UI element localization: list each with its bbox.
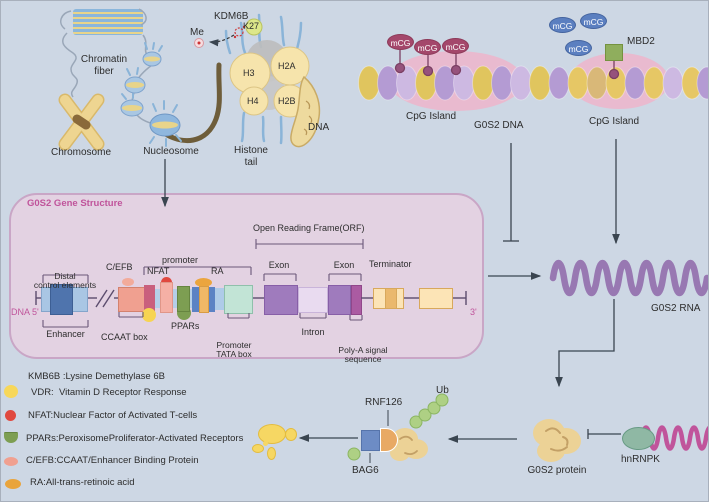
mbd2-label: MBD2 bbox=[627, 36, 655, 47]
k27-label: K27 bbox=[243, 21, 260, 31]
ra-legend-icon bbox=[5, 479, 21, 489]
ra-oval-icon bbox=[195, 278, 212, 287]
lipid-droplet-icon bbox=[267, 447, 276, 460]
promoter-label: promoter bbox=[162, 255, 199, 265]
nucleosome-label: Nucleosome bbox=[143, 146, 199, 157]
dna-helix-right bbox=[548, 66, 708, 100]
h4-label: H4 bbox=[247, 96, 259, 106]
h2a-label: H2A bbox=[278, 61, 296, 71]
rose-box bbox=[144, 285, 155, 314]
mcg-badge: mCG bbox=[414, 39, 441, 55]
dna-teardrop-icon bbox=[290, 75, 321, 148]
g0s2-protein-blob bbox=[533, 419, 581, 462]
polya-box bbox=[351, 285, 362, 315]
blue-element-box-1 bbox=[192, 287, 199, 312]
mbd2-square-icon bbox=[605, 44, 623, 61]
cefb-box bbox=[118, 287, 145, 312]
exon2-box bbox=[328, 285, 351, 315]
blue-element-box-2 bbox=[209, 287, 215, 312]
mcg-badge: mCG bbox=[580, 13, 607, 29]
h3-label: H3 bbox=[243, 68, 255, 78]
dna-helix-left bbox=[358, 65, 551, 101]
lipid-droplet-icon bbox=[258, 424, 286, 444]
ppars-label: PPARs bbox=[171, 321, 200, 331]
intron-label: Intron bbox=[301, 327, 325, 337]
cefb-legend-icon bbox=[4, 457, 18, 466]
demethylation-arrow bbox=[208, 34, 235, 47]
terminator-stripe bbox=[385, 288, 397, 309]
rnf126-label: RNF126 bbox=[365, 397, 403, 408]
ppars-legend-icon bbox=[4, 432, 18, 443]
terminator-label: Terminator bbox=[369, 259, 412, 269]
cefb-oval-icon bbox=[122, 278, 134, 286]
mcg-badge: mCG bbox=[549, 17, 576, 33]
me-label: Me bbox=[190, 27, 204, 38]
ccaat-label: CCAAT box bbox=[101, 332, 148, 342]
legend-item-kmb6b: KMB6B :Lysine Demethylase 6B bbox=[28, 371, 165, 382]
cpg-island-halo bbox=[388, 51, 669, 111]
lipid-droplet-icon bbox=[285, 428, 297, 441]
chromosome-icon bbox=[58, 93, 105, 151]
vdr-legend-icon bbox=[4, 385, 18, 398]
lipid-droplet-icon bbox=[263, 441, 268, 446]
legend-item-vdr: VDR: Vitamin D Receptor Response bbox=[31, 387, 187, 398]
me-mark-icon bbox=[194, 38, 204, 48]
ra-box bbox=[199, 286, 209, 313]
g0s2-dna-label: G0S2 DNA bbox=[474, 120, 524, 131]
cefb-label: C/EFB bbox=[106, 262, 133, 272]
cpg-island-left-label: CpG Island bbox=[406, 111, 457, 122]
exon2-label: Exon bbox=[333, 260, 355, 270]
nucleosome-dna-strand bbox=[158, 62, 222, 143]
lightblue-element-box bbox=[215, 288, 224, 310]
mcg-badge: mCG bbox=[387, 34, 414, 50]
legend-item-cefb: C/EFB:CCAAT/Enhancer Binding Protein bbox=[26, 455, 199, 466]
chromatin-fiber-icon bbox=[73, 9, 143, 35]
exon1-label: Exon bbox=[268, 260, 290, 270]
g0s2-rna-label: G0S2 RNA bbox=[651, 303, 701, 314]
nfat-box bbox=[160, 282, 173, 313]
bag6-square-icon bbox=[361, 430, 380, 451]
ra-label: RA bbox=[211, 266, 224, 276]
enhancer-label: Enhancer bbox=[46, 329, 85, 339]
gene-structure-title: G0S2 Gene Structure bbox=[27, 198, 123, 209]
legend-item-ra: RA:All-trans-retinoic acid bbox=[30, 477, 135, 488]
hnrnpk-oval-icon bbox=[622, 427, 655, 450]
legend-item-nfat: NFAT:Nuclear Factor of Activated T-cells bbox=[28, 410, 198, 421]
lipid-droplet-icon bbox=[252, 444, 264, 453]
orf-label: Open Reading Frame(ORF) bbox=[253, 223, 365, 233]
nfat-legend-icon bbox=[5, 410, 16, 421]
g0s2-protein-label: G0S2 protein bbox=[527, 465, 587, 476]
kdm6b-label: KDM6B bbox=[214, 11, 249, 22]
vdr-circle-icon bbox=[142, 308, 156, 322]
tata-box bbox=[224, 285, 253, 314]
intron-box bbox=[298, 287, 328, 313]
dna-5prime-label: DNA 5' bbox=[11, 307, 39, 317]
mcg-badge: mCG bbox=[442, 38, 469, 54]
hnrnpk-label: hnRNPK bbox=[621, 454, 660, 465]
cpg-island-right-label: CpG Island bbox=[589, 116, 640, 127]
mcg-badge: mCG bbox=[565, 40, 592, 56]
ub-label: Ub bbox=[436, 385, 449, 396]
rnf126-dshape-icon bbox=[380, 428, 398, 452]
chromosome-label: Chromosome bbox=[50, 147, 112, 158]
three-prime-label: 3' bbox=[470, 307, 477, 317]
exon1-box bbox=[264, 285, 298, 315]
h2b-label: H2B bbox=[278, 96, 296, 106]
g0s2-rna-wave bbox=[549, 259, 708, 297]
enhancer-inner-box bbox=[50, 284, 73, 315]
nfat-label: NFAT bbox=[147, 266, 170, 276]
dna-label: DNA bbox=[308, 122, 330, 133]
terminator-box-2 bbox=[419, 288, 453, 309]
legend-item-ppars: PPARs:PeroxisomeProliferator-Activated R… bbox=[26, 433, 244, 444]
bag6-label: BAG6 bbox=[352, 465, 379, 476]
ppars-box bbox=[177, 286, 190, 312]
